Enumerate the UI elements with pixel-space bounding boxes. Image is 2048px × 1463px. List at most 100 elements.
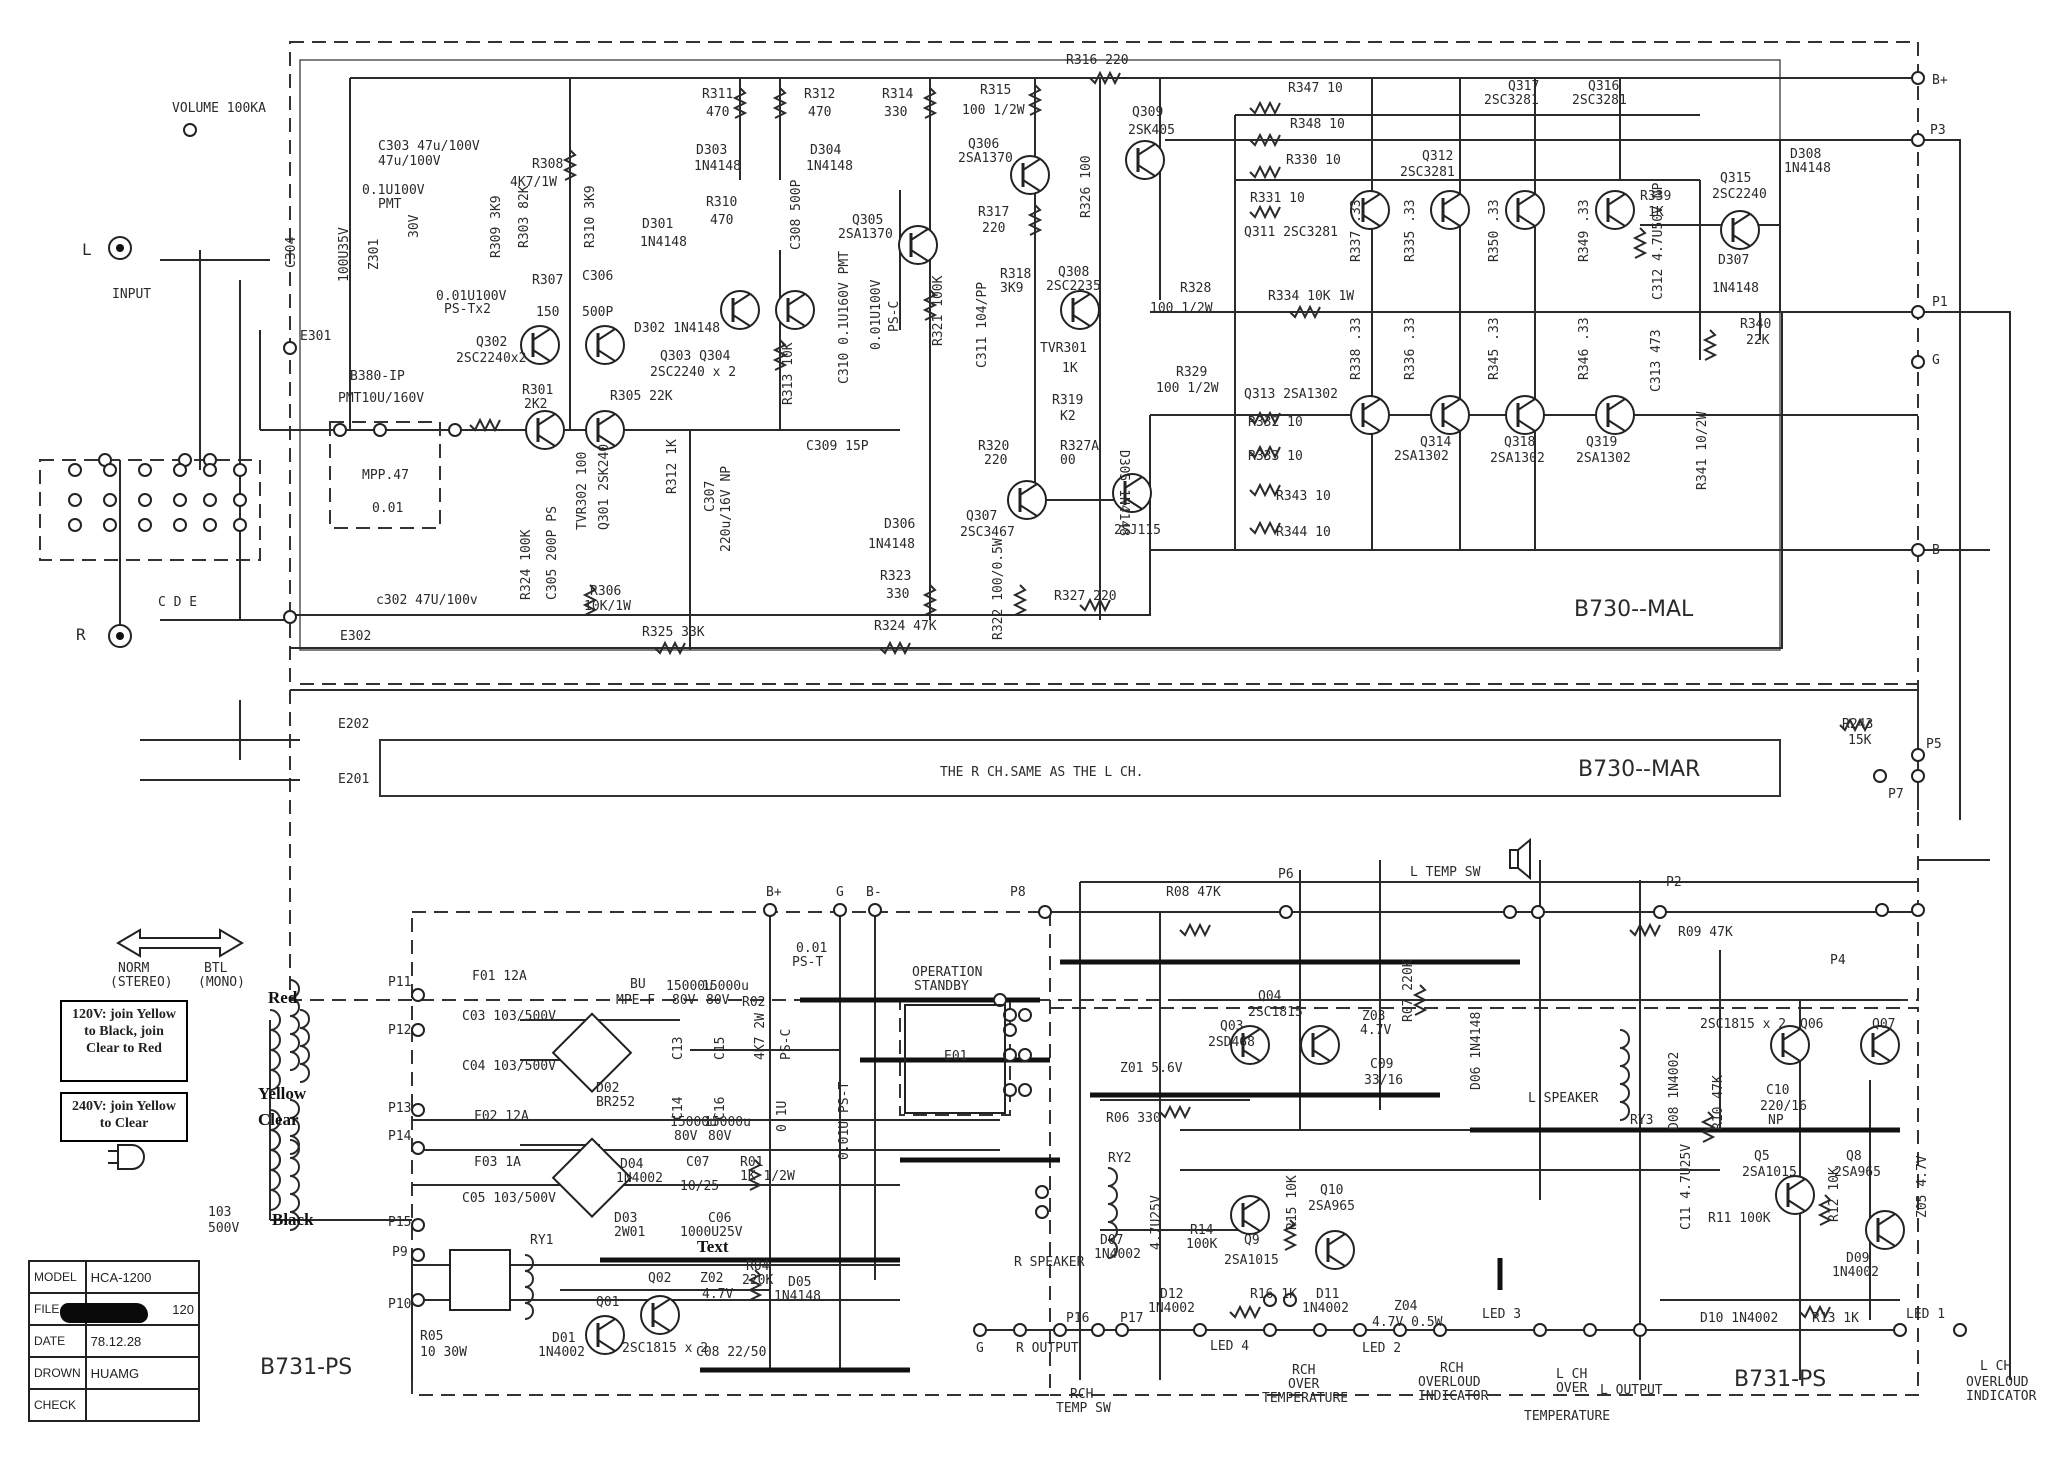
cap103-value: 500V: [208, 1221, 239, 1236]
resistor-30: [1799, 1304, 1831, 1320]
r340-label: R340: [1740, 317, 1771, 332]
r316-label: R316 220: [1066, 53, 1129, 68]
c001u-label: 0.01U100V: [436, 289, 507, 304]
rch-temp-sw-value: TEMP SW: [1056, 1401, 1111, 1416]
coil-6: [524, 1254, 534, 1320]
q312-value: 2SC3281: [1400, 165, 1455, 180]
transistor-emitter: [1872, 1049, 1891, 1062]
terminal-node-11: [411, 1023, 425, 1037]
terminal-node-22: [1503, 905, 1517, 919]
rch-over-temp-label: RCH: [1292, 1363, 1315, 1378]
terminal-node-52: [1018, 1008, 1032, 1022]
terminal-node-20: [1038, 905, 1052, 919]
d304-value: 1N4148: [806, 159, 853, 174]
resistor-19: [1012, 584, 1028, 616]
r340-value: 22K: [1746, 333, 1770, 348]
transistor-collector: [1137, 143, 1156, 156]
c313-label: C313 473: [1649, 329, 1664, 392]
resistor-37: [469, 417, 501, 433]
bu-label: BU: [630, 977, 646, 992]
resistor-13: [1249, 482, 1281, 498]
transistor-collector: [1022, 158, 1041, 171]
transistor-body: [520, 325, 560, 365]
terminal-node-18: [833, 903, 847, 917]
r312-value: 470: [808, 105, 831, 120]
r344-label: R344 10: [1276, 525, 1331, 540]
transistor-emitter: [1732, 234, 1751, 247]
transistor-emitter: [1877, 1234, 1896, 1247]
coil-1: [289, 1139, 300, 1231]
resistor-5: [1027, 204, 1043, 236]
c03-label: C03 103/500V: [462, 1009, 556, 1024]
r338-label: R338 .33: [1349, 317, 1364, 380]
transistor-body: [1430, 190, 1470, 230]
r04-value: 220K: [742, 1273, 773, 1288]
d03-label: D03: [614, 1211, 637, 1226]
c06-value: 1000U25V: [680, 1225, 743, 1240]
resistor-33: [1817, 1194, 1833, 1226]
r312-label: R312: [804, 87, 835, 102]
transistor-emitter: [1019, 504, 1038, 517]
transistor-symbol-29: [585, 1315, 625, 1355]
q301-label: Q301 2SK240: [597, 444, 612, 530]
r334-label: R334 10K 1W: [1268, 289, 1354, 304]
c16-label: C16: [713, 1097, 728, 1120]
transistor-body: [1010, 155, 1050, 195]
switch-contact-10: [203, 493, 217, 507]
transistor-emitter: [537, 434, 556, 447]
transistor-collector: [1362, 193, 1381, 206]
r324b-label: R324 47K: [874, 619, 937, 634]
rch-overload-label: RCH: [1440, 1361, 1463, 1376]
transformer-coil-group: [269, 979, 1630, 1320]
check-value: [84, 1388, 201, 1422]
r327a-value: 00: [1060, 453, 1076, 468]
drown-key: DROWN: [28, 1356, 87, 1390]
q02-label: Q02: [648, 1271, 671, 1286]
resistor-32: [747, 1269, 763, 1301]
coil-0: [289, 979, 300, 1071]
resistor-group: [469, 70, 1871, 1320]
transistor-collector: [1312, 1028, 1331, 1041]
p14-label: P14: [388, 1129, 412, 1144]
resistor-18: [922, 584, 938, 616]
r308-label: R308: [532, 157, 563, 172]
norm-label: NORM: [118, 961, 149, 976]
c308-label: C308 500P: [789, 179, 804, 250]
resistor-27: [1629, 922, 1661, 938]
transistor-collector: [1124, 476, 1143, 489]
terminal-node-37: [1583, 1323, 1597, 1337]
terminal-node-4: [1911, 543, 1925, 557]
r307-value: 150: [536, 305, 559, 320]
p7-label: P7: [1888, 787, 1904, 802]
q8-value: 2SA965: [1834, 1165, 1881, 1180]
c04-label: C04 103/500V: [462, 1059, 556, 1074]
l-speaker-label: L SPEAKER: [1528, 1091, 1599, 1106]
p16-label: P16: [1066, 1311, 1089, 1326]
primary-coil-0: [269, 1009, 281, 1091]
q06q07-label: 2SC1815 x 2: [1700, 1017, 1786, 1032]
q319-value: 2SA1302: [1576, 451, 1631, 466]
transistor-symbol-8: [1060, 290, 1100, 330]
c307-value: 220u/16V NP: [719, 466, 734, 552]
check-key: CHECK: [28, 1388, 87, 1422]
z01-label: Z01 5.6V: [1120, 1061, 1183, 1076]
c312-label: C312 4.7U50V NP: [1651, 182, 1666, 300]
r339-label: R339: [1640, 189, 1671, 204]
z02-label: Z02: [700, 1271, 723, 1286]
resistor-14: [1249, 520, 1281, 536]
c13-label: C13: [671, 1037, 686, 1060]
r326-label: R326 100: [1079, 155, 1094, 218]
c01u-label: 0.1U: [775, 1101, 790, 1132]
terminal-node-30: [1193, 1323, 1207, 1337]
q314-value: 2SA1302: [1394, 449, 1449, 464]
r350-label: R350 .33: [1487, 199, 1502, 262]
r02-value: 4K7 2W: [753, 1013, 768, 1060]
led1-label: LED 1: [1906, 1307, 1945, 1322]
terminal-node-36: [1533, 1323, 1547, 1337]
terminal-node-41: [183, 123, 197, 137]
transistor-body: [1300, 1025, 1340, 1065]
transistor-emitter: [532, 349, 551, 362]
d01-label: D01: [552, 1331, 575, 1346]
coil-3: [289, 1099, 300, 1155]
r243-value: 15K: [1848, 733, 1872, 748]
